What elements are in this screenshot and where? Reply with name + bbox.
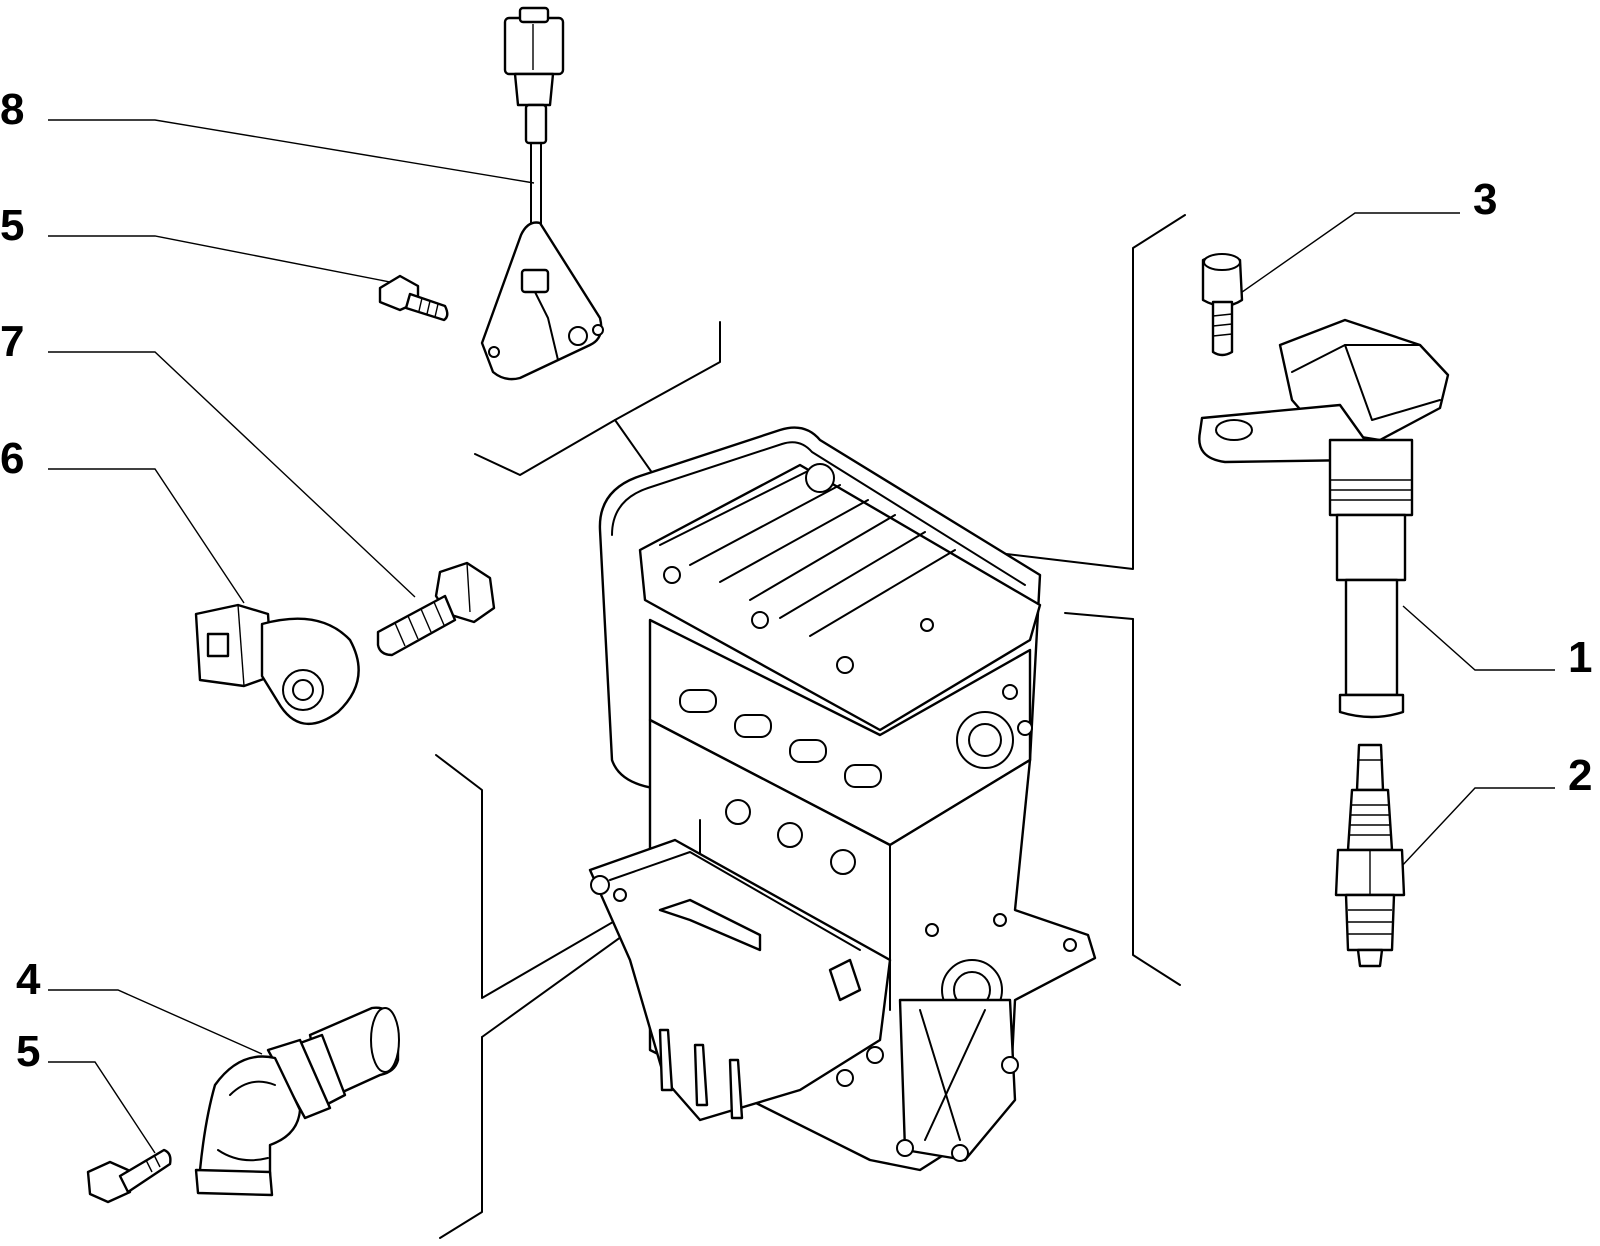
- leader-3: [1234, 212, 1460, 298]
- leader-lines: [48, 119, 1555, 1154]
- group-brackets: [435, 214, 1186, 1239]
- leader-6: [48, 468, 245, 604]
- callout-3: 3: [1473, 175, 1498, 224]
- part-5-bolt-top: [378, 274, 449, 322]
- part-7-hex-bolt: [376, 561, 496, 657]
- leader-4: [48, 989, 263, 1055]
- callout-7: 7: [0, 317, 25, 366]
- leader-8: [48, 119, 535, 184]
- leader-5-top: [48, 235, 396, 284]
- part-1-ignition-coil: [1198, 318, 1450, 719]
- leader-5-bottom: [48, 1061, 156, 1154]
- callout-2: 2: [1568, 751, 1593, 800]
- callout-4: 4: [16, 955, 41, 1004]
- part-5-bolt-bottom: [86, 1148, 172, 1204]
- callout-1: 1: [1568, 633, 1593, 682]
- part-2-spark-plug: [1334, 743, 1406, 968]
- part-4-crank-sensor: [194, 1006, 400, 1197]
- leader-1: [1402, 605, 1555, 671]
- part-3-coil-bolt: [1201, 253, 1244, 357]
- callout-8: 8: [0, 85, 25, 134]
- callout-5-bottom: 5: [16, 1027, 41, 1076]
- leader-2: [1399, 787, 1555, 869]
- engine-block: [588, 426, 1097, 1172]
- part-8-sensor-with-bracket: [480, 6, 604, 381]
- part-6-knock-sensor: [194, 603, 360, 726]
- callout-5-top: 5: [0, 201, 25, 250]
- leader-7: [48, 351, 416, 598]
- callout-6: 6: [0, 434, 25, 483]
